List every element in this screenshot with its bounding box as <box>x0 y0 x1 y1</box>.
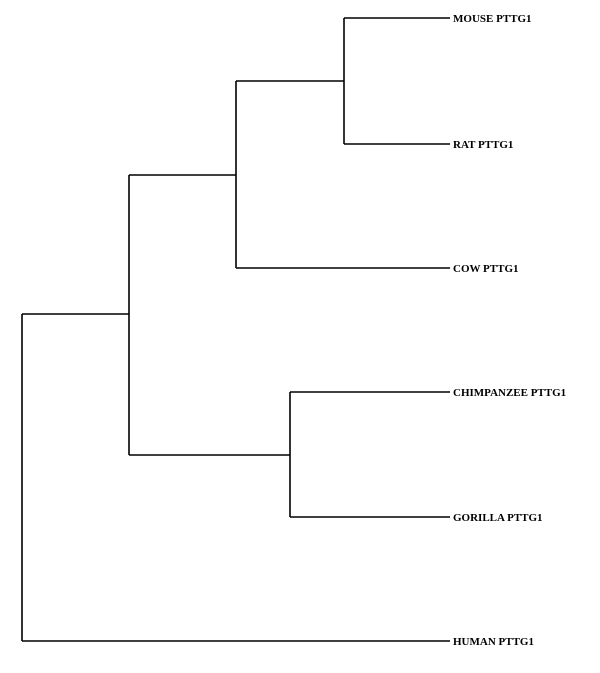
leaf-label-cow: COW PTTG1 <box>453 263 519 275</box>
leaf-label-human: HUMAN PTTG1 <box>453 636 534 648</box>
leaf-label-mouse: MOUSE PTTG1 <box>453 13 532 25</box>
leaf-label-chimpanzee: CHIMPANZEE PTTG1 <box>453 387 566 399</box>
leaf-label-rat: RAT PTTG1 <box>453 139 513 151</box>
leaf-label-gorilla: GORILLA PTTG1 <box>453 512 543 524</box>
